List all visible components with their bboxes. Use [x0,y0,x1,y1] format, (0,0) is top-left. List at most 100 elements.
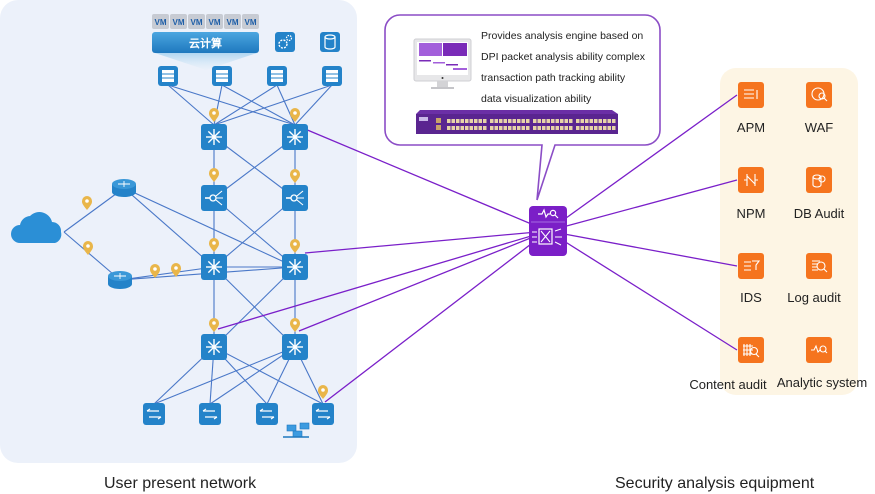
mirror-link [547,94,738,232]
callout-line: transaction path tracking ability [481,72,626,84]
tap-marker-icon [290,239,300,253]
equipment-db-audit[interactable] [806,167,832,193]
equipment-ids[interactable] [738,253,764,279]
vm-box: VM [170,14,187,29]
equipment-log-audit[interactable] [806,253,832,279]
callout-line: Provides analysis engine based on [481,30,644,42]
load-balancer-icon[interactable] [282,185,308,211]
equipment-label-apm: APM [736,120,766,135]
log-search-icon [812,260,828,273]
mirror-link [298,230,549,332]
callout-line: data visualization ability [481,93,592,105]
link [213,136,296,199]
mirror-link [547,230,738,351]
mirror-link [304,128,549,232]
equipment-label-log-audit: Log audit [787,290,841,305]
tap-marker-icon [209,108,219,122]
packet-broker-icon[interactable] [529,206,567,256]
tap-marker-icon [290,108,300,122]
core-switch-icon[interactable] [201,124,227,150]
cloud-compute-group: VM VM VM VM VM VM 云计算 [152,14,340,70]
link [294,84,333,126]
cloud-compute-beam [155,53,257,70]
tap-marker-icon [318,385,328,399]
callout-line: DPI packet analysis ability complex [481,51,645,63]
equipment-waf[interactable] [806,82,832,108]
tap-marker-icon [150,264,160,278]
equipment-content-audit[interactable] [738,337,764,363]
vm-label: VM [227,18,239,27]
link [167,84,215,126]
vm-row: VM VM VM VM VM VM [152,14,259,29]
router-icon[interactable] [112,179,136,197]
server-icon[interactable] [212,66,232,86]
link [213,266,296,348]
link [213,346,324,405]
equipment-label-waf: WAF [804,120,834,135]
link [276,84,296,126]
equipment-apm[interactable] [738,82,764,108]
link [167,84,296,126]
equipment-label-db-audit: DB Audit [793,206,845,221]
vm-box: VM [188,14,205,29]
internet-cloud-icon [11,212,62,243]
monitor-dashboard-icon [413,38,472,89]
tap-marker-icon [209,318,219,332]
pulse-search-icon [811,344,828,354]
mirror-link [217,230,549,330]
aggregation-switch-icon[interactable] [282,254,308,280]
security-panel [720,68,858,395]
mirror-links [217,94,738,403]
access-switch-icon[interactable] [143,403,165,425]
tap-marker-icon [209,168,219,182]
link [213,197,296,268]
server-icon[interactable] [158,66,178,86]
link [213,84,333,126]
link [221,84,296,126]
computer-network-icon [283,422,310,438]
load-balancer-icon[interactable] [201,185,227,211]
access-switch-icon[interactable] [312,403,334,425]
vm-label: VM [173,18,185,27]
vm-box: VM [224,14,241,29]
aggregation-switch-icon[interactable] [201,254,227,280]
server-icon[interactable] [267,66,287,86]
link [153,346,296,405]
distribution-switch-icon[interactable] [282,334,308,360]
tap-marker-icon [83,241,93,255]
user-network-panel [0,0,357,463]
cloud-compute-label: 云计算 [189,36,222,50]
link [213,84,278,126]
server-icon[interactable] [322,66,342,86]
user-network-caption: User present network [104,475,257,492]
distribution-switch-icon[interactable] [201,334,227,360]
mirror-link [304,230,549,254]
link [123,187,296,268]
link [209,346,296,405]
router-icon[interactable] [108,271,132,289]
tap-marker-icon [171,263,181,277]
security-equipment-caption: Security analysis equipment [615,475,815,492]
link [63,231,121,281]
circuit-icon [744,174,758,186]
tap-marker-icon [290,169,300,183]
vm-label: VM [209,18,221,27]
access-switch-icon[interactable] [199,403,221,425]
vm-box: VM [242,14,259,29]
equipment-label-ids: IDS [740,290,762,305]
equipment-analytic-system[interactable] [806,337,832,363]
security-equipment [738,82,832,363]
equipment-npm[interactable] [738,167,764,193]
network-devices [108,66,342,438]
link [63,187,125,233]
access-switch-icon[interactable] [256,403,278,425]
callout-text: Provides analysis engine based on DPI pa… [481,26,645,110]
equipment-label-content-audit: Content audit [689,377,767,392]
equipment-label-analytic-system: Analytic system [776,375,868,390]
tap-marker-icon [209,238,219,252]
vm-label: VM [191,18,203,27]
mirror-link [324,230,549,403]
core-switch-icon[interactable] [282,124,308,150]
tap-marker-icon [82,196,92,210]
